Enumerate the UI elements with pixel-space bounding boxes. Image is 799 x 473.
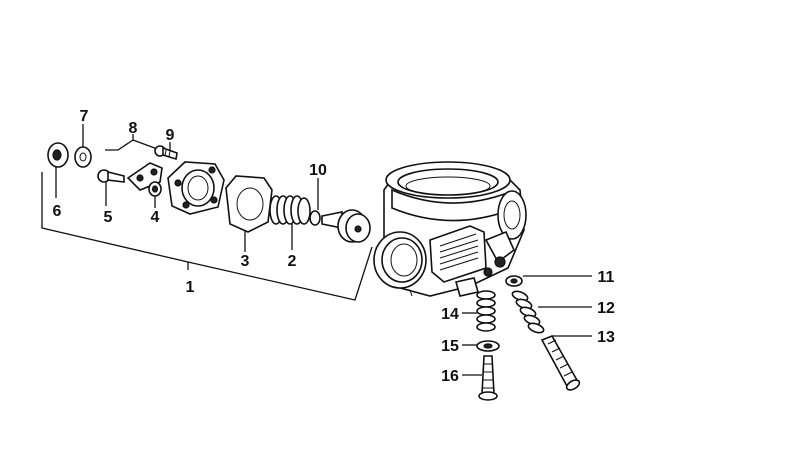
carburetor-grille	[439, 233, 479, 271]
callout-6: 6	[53, 203, 62, 220]
callout-8: 8	[129, 120, 138, 137]
bushing-part	[148, 181, 162, 208]
mixture-screw-part	[462, 355, 498, 401]
spring-part-14	[462, 290, 496, 332]
screw-part-9	[154, 142, 178, 161]
gasket-part	[225, 175, 273, 252]
callout-12: 12	[597, 300, 615, 317]
callout-10: 10	[309, 162, 327, 179]
seal-washer-part	[462, 340, 500, 352]
callout-13: 13	[597, 329, 615, 346]
callout-1: 1	[186, 279, 195, 296]
callout-16: 16	[441, 368, 459, 385]
spring-part-2	[269, 195, 311, 250]
spring-part-12	[511, 290, 592, 334]
screw-part-5	[97, 169, 125, 206]
o-ring-part	[309, 178, 321, 226]
callout-4: 4	[151, 209, 160, 226]
idle-screw-part	[540, 334, 592, 391]
callout-9: 9	[166, 127, 175, 144]
nut-part	[47, 142, 69, 198]
callout-5: 5	[104, 209, 113, 226]
washer-part-11	[505, 275, 592, 287]
callout-15: 15	[441, 338, 459, 355]
cover-plate-part	[167, 161, 225, 215]
washer-part	[74, 124, 92, 168]
callout-11: 11	[598, 269, 615, 286]
plunger-part	[321, 209, 371, 243]
callout-14: 14	[441, 306, 459, 323]
callout-2: 2	[288, 253, 297, 270]
callout-3: 3	[241, 253, 250, 270]
carburetor-body-part	[373, 161, 527, 297]
callout-7: 7	[80, 108, 89, 125]
